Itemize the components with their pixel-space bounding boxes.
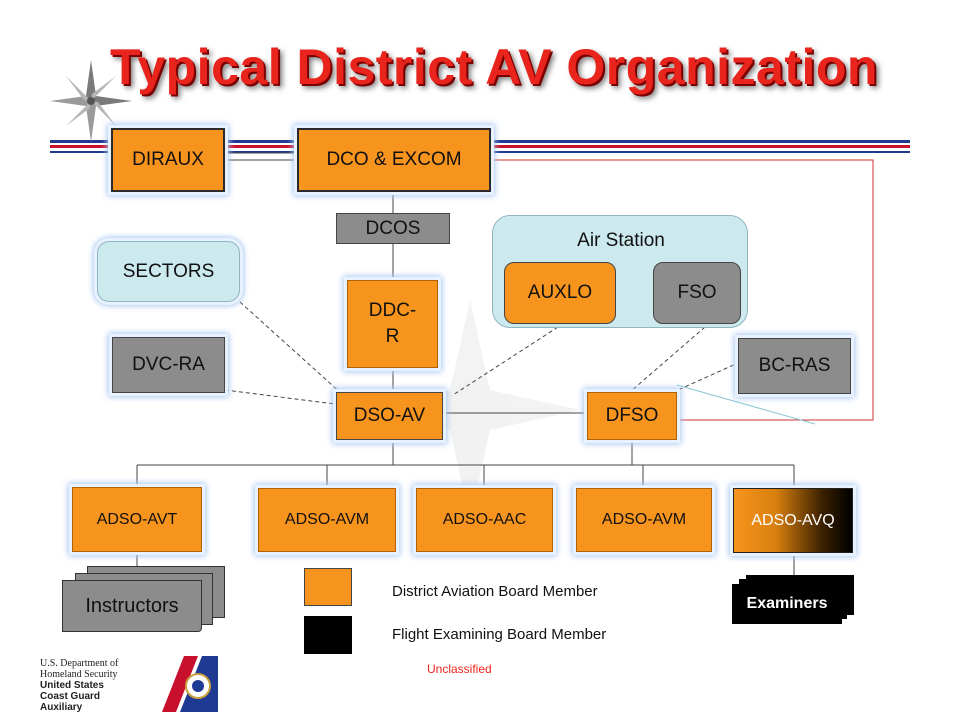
legend-orange-swatch [304, 568, 352, 606]
bc-ras-box[interactable]: BC-RAS [738, 338, 851, 394]
dso-av-label: DSO-AV [353, 405, 426, 426]
logo-line-3: United States [40, 680, 104, 691]
dvc-ra-box[interactable]: DVC-RA [112, 337, 225, 393]
adso-avt-box[interactable]: ADSO-AVT [72, 487, 202, 552]
logo-line-1: U.S. Department of [40, 658, 119, 669]
adso-avm-box-1[interactable]: ADSO-AVM [258, 488, 396, 552]
dso-av-box[interactable]: DSO-AV [336, 392, 443, 440]
coast-guard-auxiliary-logo: U.S. Department of Homeland Security Uni… [40, 656, 218, 713]
dco-excom-box[interactable]: DCO & EXCOM [297, 128, 491, 192]
examiners-stack[interactable]: Examiners [732, 575, 856, 625]
legend-black-swatch [304, 616, 352, 654]
adso-avm-box-2[interactable]: ADSO-AVM [576, 488, 712, 552]
dfso-box[interactable]: DFSO [587, 392, 677, 440]
legend-flight-board: Flight Examining Board Member [392, 626, 607, 643]
logo-line-5: Auxiliary [40, 702, 83, 713]
dcos-box[interactable]: DCOS [336, 213, 450, 244]
instructors-stack[interactable]: Instructors [62, 566, 228, 632]
fso-box[interactable]: FSO [653, 262, 741, 324]
ddc-r-box[interactable]: DDC- R [347, 280, 438, 368]
air-station-label: Air Station [577, 230, 665, 251]
diraux-box[interactable]: DIRAUX [111, 128, 225, 192]
classification-label: Unclassified [427, 662, 492, 676]
logo-line-2: Homeland Security [40, 669, 118, 680]
air-station-group[interactable]: Air Station AUXLO FSO [492, 215, 748, 328]
page-title: Typical District AV Organization [110, 39, 878, 95]
adso-avq-box[interactable]: ADSO-AVQ [733, 488, 853, 553]
instructors-label: Instructors [62, 580, 202, 632]
legend-district-board: District Aviation Board Member [392, 583, 598, 600]
adso-aac-box[interactable]: ADSO-AAC [416, 488, 553, 552]
auxlo-box[interactable]: AUXLO [504, 262, 616, 324]
logo-line-4: Coast Guard [40, 691, 101, 702]
sectors-box[interactable]: SECTORS [97, 241, 240, 302]
compass-rose-icon [50, 60, 132, 142]
examiners-label: Examiners [732, 584, 842, 624]
dso-av-fill [337, 393, 442, 439]
coast-guard-stripe-icon [162, 656, 218, 712]
